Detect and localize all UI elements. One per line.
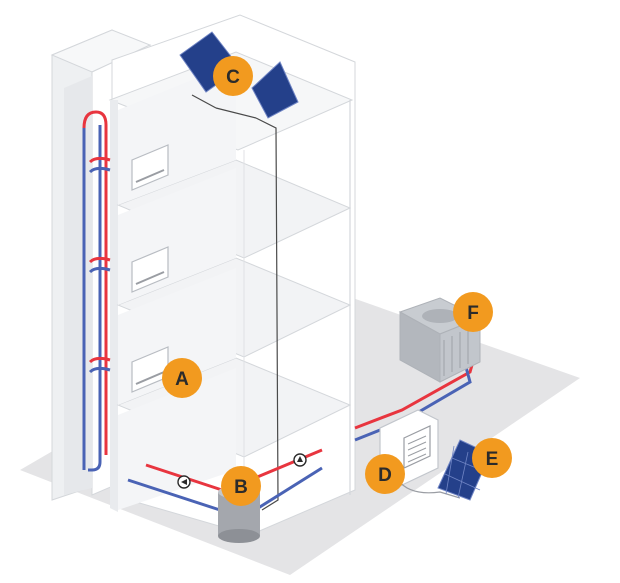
indoor-unit-icon — [131, 246, 169, 293]
riser-pipes — [82, 110, 111, 472]
ground-floor-pipes — [127, 448, 323, 512]
badge-d-label: D — [378, 465, 392, 486]
power-wire — [255, 117, 279, 511]
badge-b: B — [221, 466, 261, 506]
cooling-tower-icon — [398, 297, 482, 383]
indoor-unit-icon — [131, 346, 169, 393]
badge-e: E — [472, 438, 512, 478]
badge-c: C — [213, 56, 253, 96]
badge-b-label: B — [234, 477, 248, 498]
badge-a-label: A — [175, 369, 189, 390]
badge-f: F — [453, 292, 493, 332]
badge-a: A — [162, 358, 202, 398]
badge-c-label: C — [226, 67, 240, 88]
badge-f-label: F — [467, 303, 479, 324]
badge-e-label: E — [486, 449, 499, 470]
indoor-unit-icon — [131, 144, 169, 191]
badge-d: D — [365, 454, 405, 494]
main-tower — [108, 14, 356, 540]
